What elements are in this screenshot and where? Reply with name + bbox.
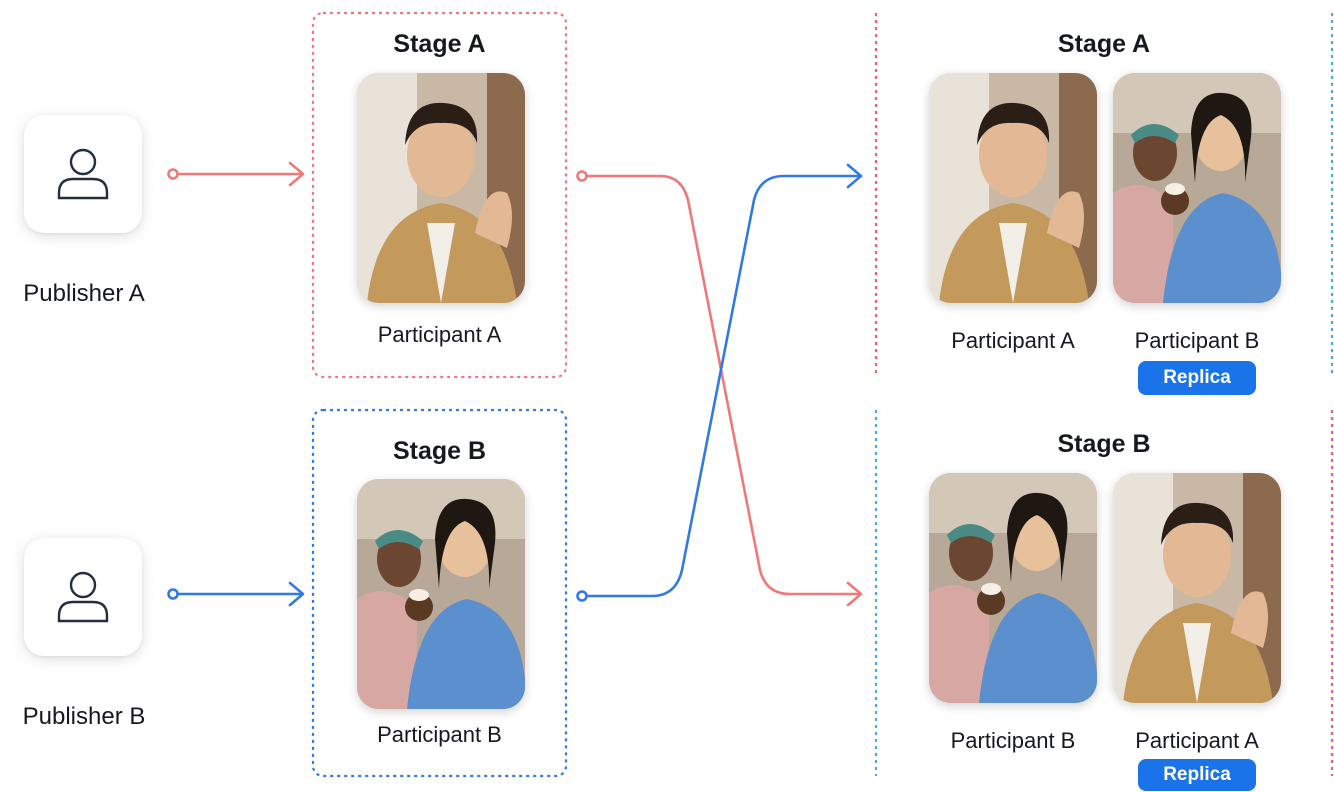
- target-a-participant-b-video: [1113, 73, 1281, 303]
- participant-b-video: [357, 479, 525, 709]
- source-stage-a-title: Stage A: [393, 30, 486, 58]
- arrow-publisher-b-to-stage-b: [167, 581, 305, 607]
- target-b-participant-a-video: [1113, 473, 1281, 703]
- target-stage-a-title: Stage A: [1057, 30, 1151, 58]
- target-b-label-2: Participant A: [1135, 728, 1259, 753]
- target-stage-a-border: [874, 11, 1334, 379]
- target-a-replica-badge: Replica: [1138, 361, 1256, 395]
- publisher-b-tile: [24, 538, 142, 656]
- source-stage-a-border: [311, 11, 568, 379]
- target-a-participant-a-video: [929, 73, 1097, 303]
- target-b-replica-badge: Replica: [1138, 759, 1256, 791]
- publisher-b-label: Publisher B: [22, 703, 146, 730]
- target-stage-b-title: Stage B: [1057, 430, 1151, 458]
- source-stage-a-participant-label: Participant A: [377, 322, 502, 347]
- source-stage-b-title: Stage B: [392, 437, 487, 465]
- source-stage-b-border: [311, 408, 568, 778]
- user-icon: [57, 571, 109, 623]
- publisher-a-tile: [24, 115, 142, 233]
- participant-a-video: [357, 73, 525, 303]
- target-stage-b-border: [874, 408, 1334, 778]
- target-b-participant-b-video: [929, 473, 1097, 703]
- publisher-a-label: Publisher A: [23, 280, 145, 307]
- target-a-label-2: Participant B: [1134, 328, 1260, 353]
- target-a-label-1: Participant A: [951, 328, 1075, 353]
- user-icon: [57, 148, 109, 200]
- arrow-stage-b-to-target-stage-a: [576, 163, 863, 602]
- target-b-label-1: Participant B: [950, 728, 1076, 753]
- arrow-publisher-a-to-stage-a: [167, 161, 305, 187]
- arrow-stage-a-to-target-stage-b: [576, 170, 863, 607]
- source-stage-b-participant-label: Participant B: [377, 722, 502, 747]
